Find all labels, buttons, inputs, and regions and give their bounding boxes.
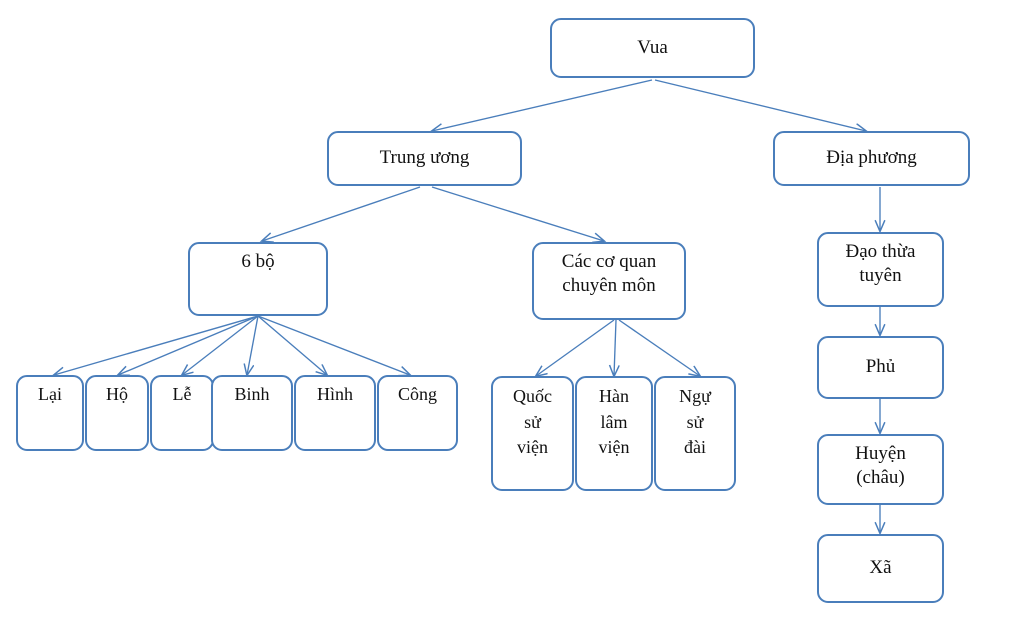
edge-trunguong-cacquan — [431, 186, 604, 241]
node-ministry-binh[interactable]: Binh — [211, 375, 293, 451]
node-agency-quoc-su-vien[interactable]: Quốc sử viện — [491, 376, 574, 491]
node-ministry-hinh-label: Hình — [317, 384, 353, 404]
node-phu[interactable]: Phủ — [817, 336, 944, 399]
node-ministry-lai-label: Lại — [38, 384, 62, 404]
node-ministry-ho[interactable]: Hộ — [85, 375, 149, 451]
edge-cacquan-ngusudai — [618, 319, 700, 376]
node-cac-co-quan-chuyen-mon[interactable]: Các cơ quan chuyên môn — [532, 242, 686, 320]
node-ministry-lai[interactable]: Lại — [16, 375, 84, 451]
edge-6bo-lai — [54, 315, 259, 375]
node-huyen-chau-label: Huyện (châu) — [855, 443, 906, 489]
node-ministry-le-label: Lễ — [172, 384, 192, 404]
node-phu-label: Phủ — [865, 356, 896, 378]
node-trung-uong-label: Trung ương — [379, 147, 470, 169]
node-agency-quoc-su-vien-label: Quốc sử viện — [513, 386, 552, 458]
node-vua-label: Vua — [637, 36, 668, 58]
node-huyen-chau[interactable]: Huyện (châu) — [817, 434, 944, 505]
node-ministry-cong[interactable]: Công — [377, 375, 458, 451]
edge-6bo-cong — [257, 315, 410, 375]
edge-6bo-binh — [247, 315, 259, 375]
node-ministry-hinh[interactable]: Hình — [294, 375, 376, 451]
node-ministry-cong-label: Công — [397, 384, 437, 404]
edge-vua-diaphuong — [654, 79, 866, 131]
node-6-bo[interactable]: 6 bộ — [188, 242, 328, 316]
node-dao-thua-tuyen-label: Đạo thừa tuyên — [845, 241, 916, 287]
node-agency-ngu-su-dai-label: Ngự sử đài — [679, 386, 711, 458]
node-dia-phuong[interactable]: Địa phương — [773, 131, 970, 186]
node-ministry-binh-label: Binh — [234, 384, 270, 404]
node-xa[interactable]: Xã — [817, 534, 944, 603]
node-6-bo-label: 6 bộ — [241, 251, 275, 272]
edge-6bo-le — [182, 315, 259, 375]
node-vua[interactable]: Vua — [550, 18, 755, 78]
edge-cacquan-quocsuvien — [536, 319, 615, 376]
node-ministry-le[interactable]: Lễ — [150, 375, 214, 451]
node-agency-ngu-su-dai[interactable]: Ngự sử đài — [654, 376, 736, 491]
node-dia-phuong-label: Địa phương — [826, 147, 917, 169]
node-agency-han-lam-vien[interactable]: Hàn lâm viện — [575, 376, 653, 491]
node-ministry-ho-label: Hộ — [106, 384, 128, 404]
edge-vua-trunguong — [432, 79, 653, 131]
edge-cacquan-hanlamvien — [614, 319, 616, 376]
edge-6bo-hinh — [257, 315, 327, 375]
node-cac-co-quan-chuyen-mon-label: Các cơ quan chuyên môn — [561, 251, 657, 297]
node-trung-uong[interactable]: Trung ương — [327, 131, 522, 186]
node-dao-thua-tuyen[interactable]: Đạo thừa tuyên — [817, 232, 944, 307]
edge-6bo-ho — [118, 315, 259, 375]
node-xa-label: Xã — [869, 557, 892, 579]
node-agency-han-lam-vien-label: Hàn lâm viện — [598, 386, 630, 458]
edge-trunguong-6bo — [262, 186, 421, 241]
